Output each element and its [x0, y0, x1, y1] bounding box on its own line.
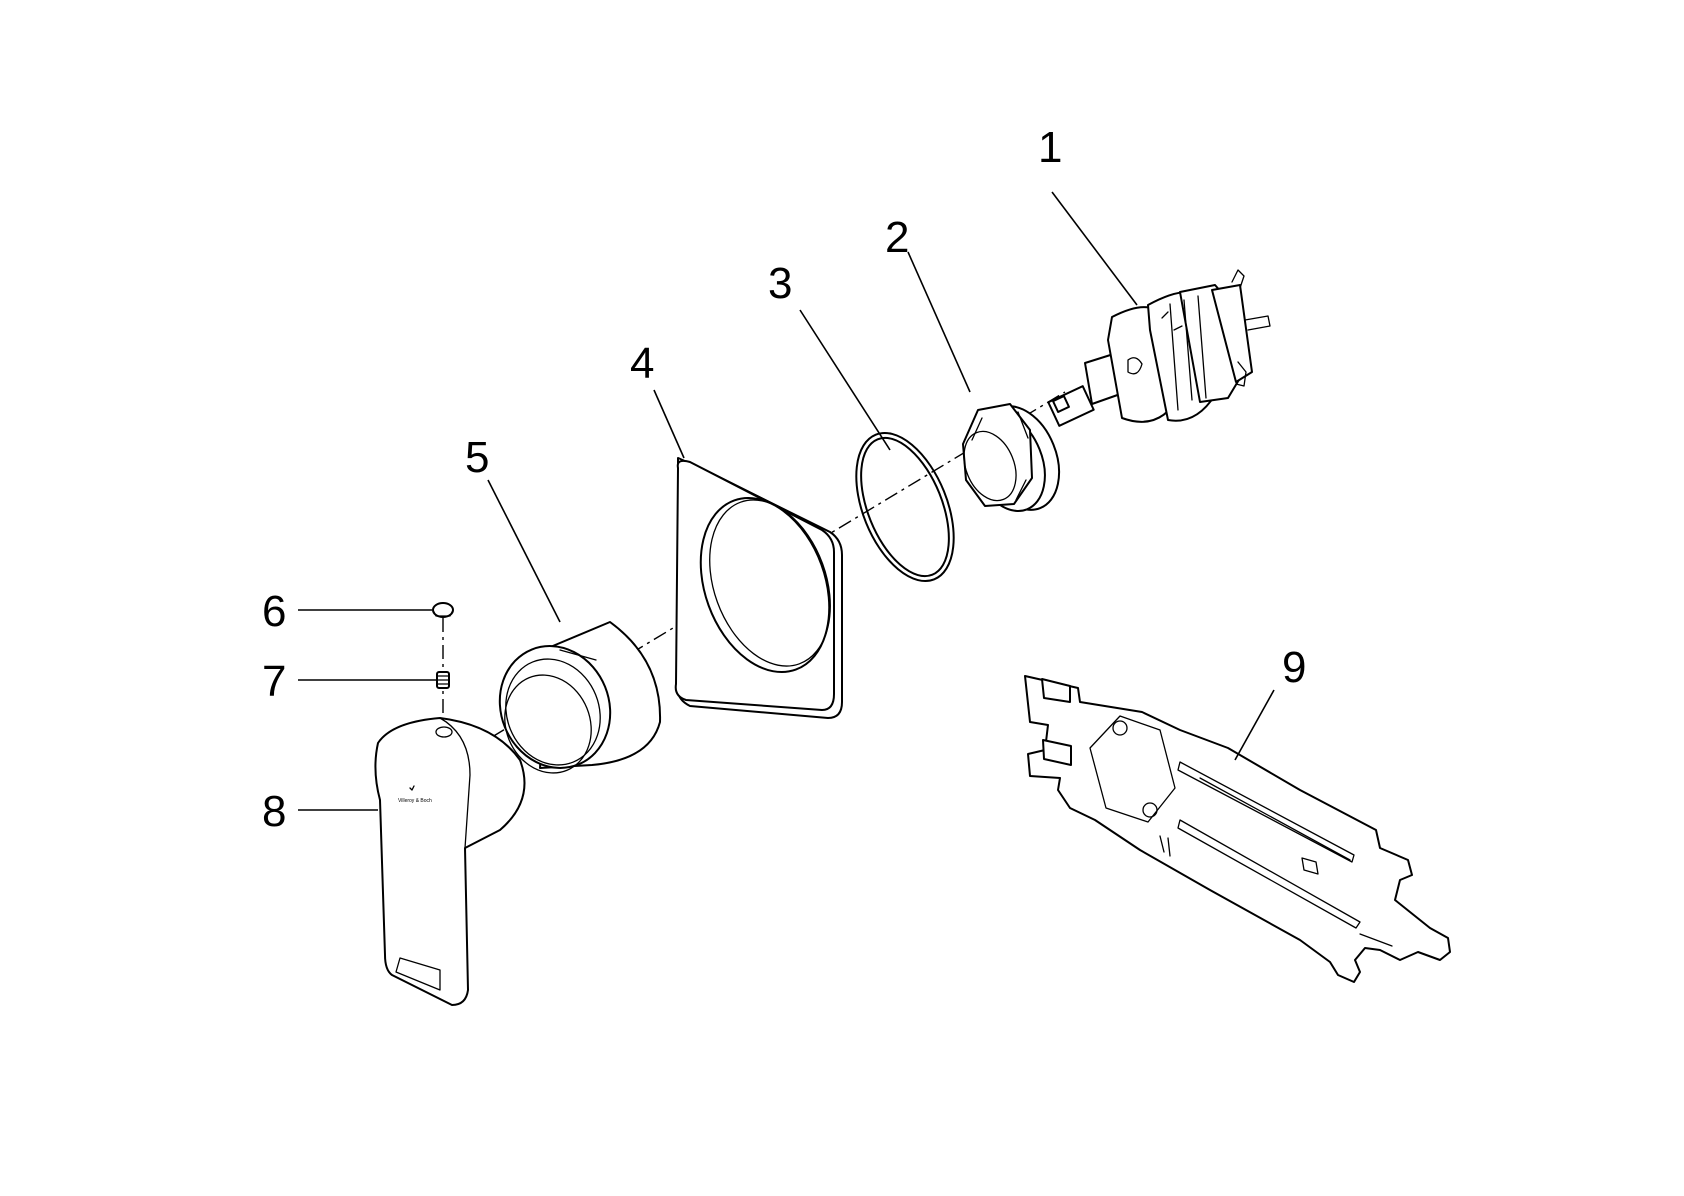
part-o-ring	[855, 431, 955, 583]
part-sleeve	[498, 621, 662, 774]
leader-3	[799, 309, 891, 451]
leader-1	[1051, 191, 1138, 306]
part-lever-handle: Villeroy & Boch	[374, 717, 526, 1006]
part-threaded-nut	[962, 403, 1061, 512]
handle-logo: Villeroy & Boch	[398, 785, 432, 804]
callout-2: 2	[885, 213, 909, 262]
leader-5	[487, 479, 561, 623]
leader-4	[653, 389, 685, 459]
part-square-rosette	[674, 457, 843, 719]
callout-6: 6	[262, 587, 286, 636]
part-cartridge	[1047, 269, 1271, 427]
part-set-screw	[436, 671, 450, 689]
part-cover-cap	[432, 602, 454, 618]
leader-2	[907, 251, 971, 393]
callout-5: 5	[465, 433, 489, 482]
callout-3: 3	[768, 259, 792, 308]
callout-4: 4	[630, 339, 654, 388]
callout-8: 8	[262, 787, 286, 836]
callout-9: 9	[1282, 643, 1306, 692]
callout-7: 7	[262, 657, 286, 706]
callout-1: 1	[1038, 123, 1062, 172]
leader-9	[1234, 689, 1275, 761]
svg-text:Villeroy & Boch: Villeroy & Boch	[398, 798, 432, 804]
part-assembly-tool	[1024, 675, 1451, 983]
